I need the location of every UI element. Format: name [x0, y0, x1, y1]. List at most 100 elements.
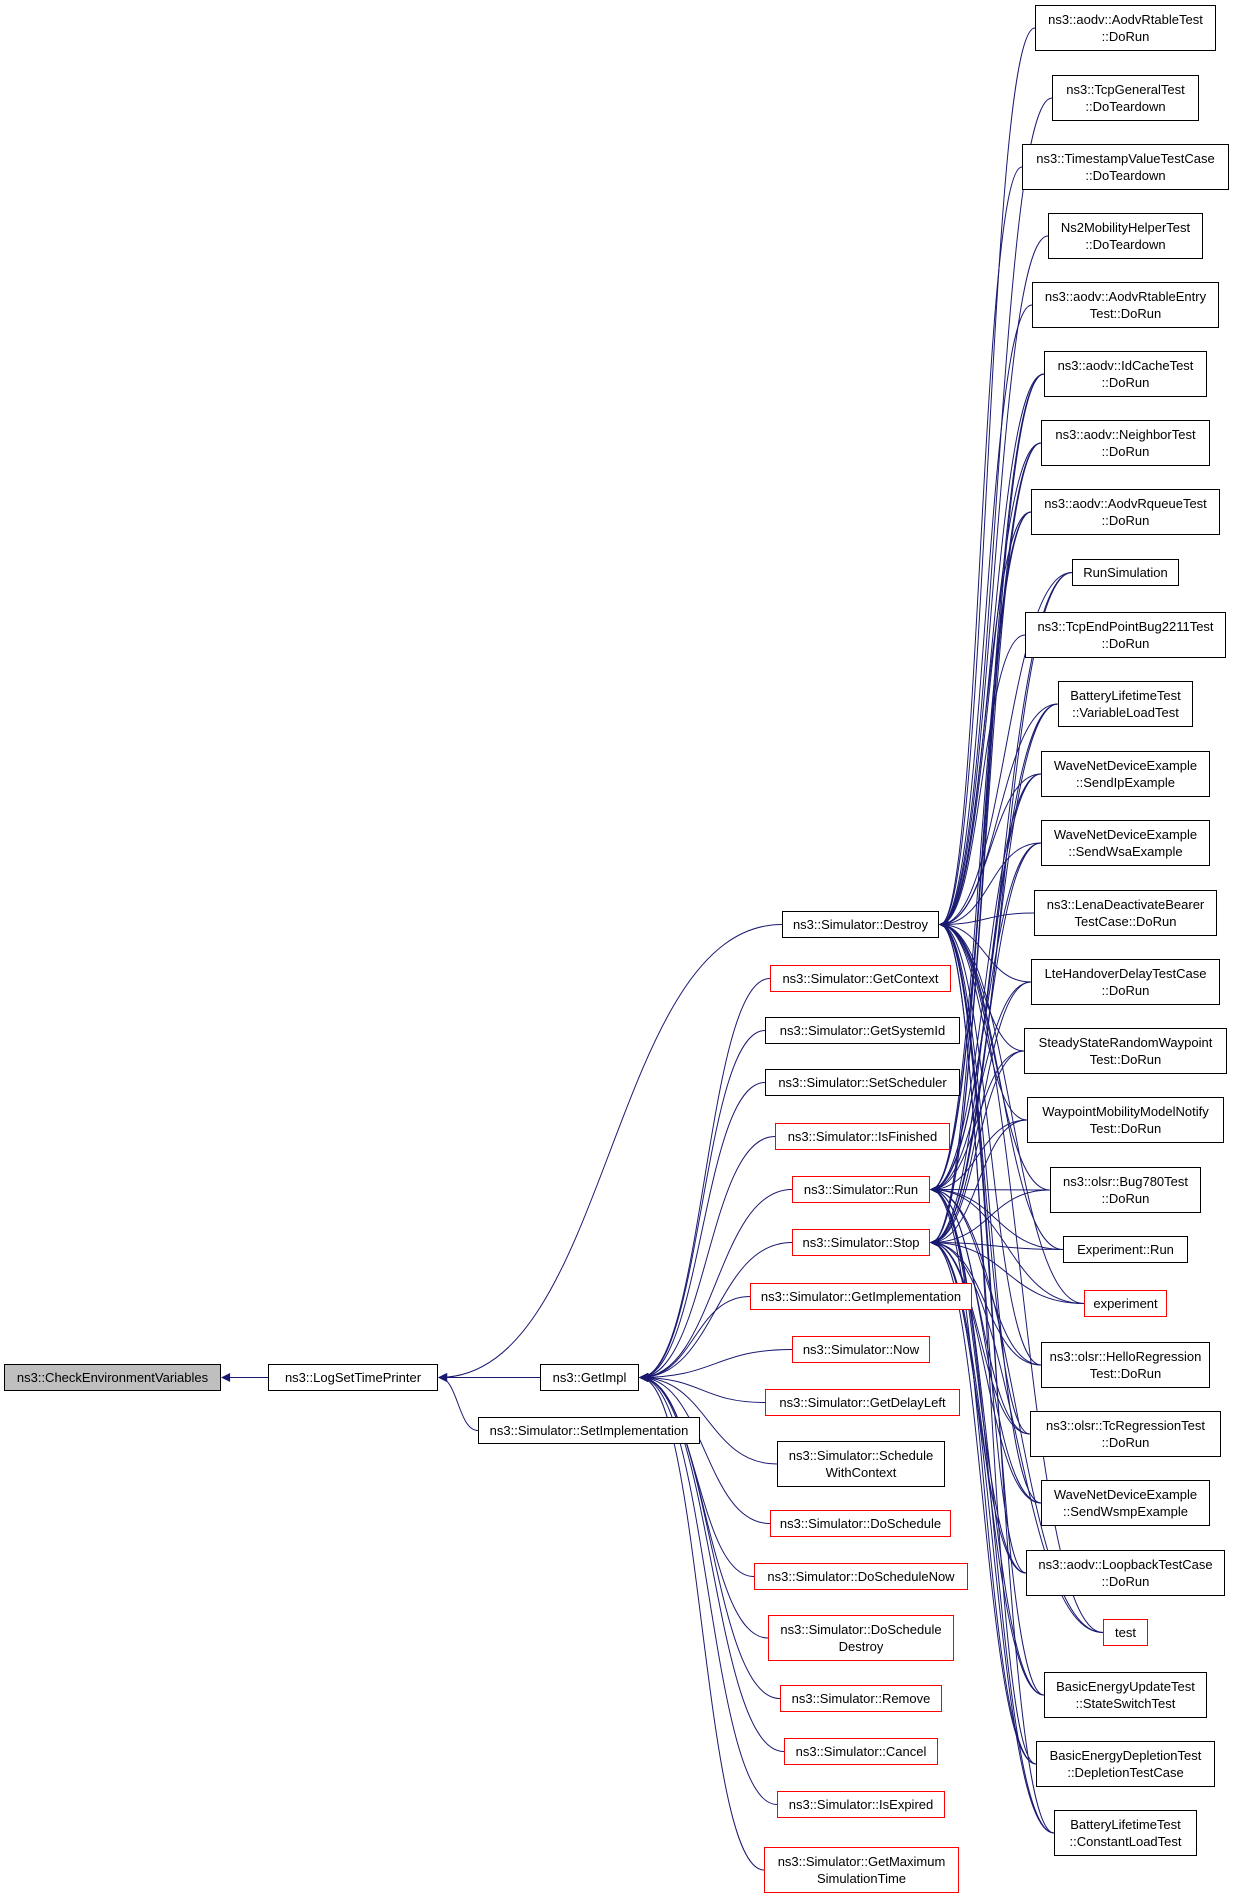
edge-n13-to-n2 — [639, 1373, 766, 1403]
node-simulator-do-schedule[interactable]: ns3::Simulator::DoSchedule — [770, 1510, 951, 1537]
node-tcp-general-test-do-teardown[interactable]: ns3::TcpGeneralTest ::DoTeardown — [1052, 75, 1199, 121]
node-simulator-is-expired[interactable]: ns3::Simulator::IsExpired — [777, 1791, 945, 1818]
node-simulator-now[interactable]: ns3::Simulator::Now — [792, 1336, 930, 1363]
edge-r16-to-n10 — [930, 1050, 1025, 1247]
node-simulator-get-delay-left[interactable]: ns3::Simulator::GetDelayLeft — [765, 1389, 960, 1416]
node-simulator-set-implementation[interactable]: ns3::Simulator::SetImplementation — [478, 1417, 700, 1444]
node-waypoint-mobility-model-notify-test-do-run[interactable]: WaypointMobilityModelNotify Test::DoRun — [1027, 1097, 1224, 1143]
node-battery-lifetime-test-constant-load-test[interactable]: BatteryLifetimeTest ::ConstantLoadTest — [1054, 1810, 1197, 1856]
edge-n11-to-n2 — [639, 1296, 751, 1382]
node-simulator-do-schedule-now[interactable]: ns3::Simulator::DoScheduleNow — [754, 1563, 968, 1590]
edge-r28-to-n10 — [930, 1238, 1055, 1834]
node-aodv-rqueue-test-do-run[interactable]: ns3::aodv::AodvRqueueTest ::DoRun — [1031, 489, 1220, 535]
edge-r4-to-n4 — [939, 235, 1049, 929]
edge-r9-to-n4 — [939, 572, 1073, 929]
edge-r13-to-n9 — [930, 842, 1042, 1194]
node-wave-net-device-example-send-ip-example[interactable]: WaveNetDeviceExample ::SendIpExample — [1041, 751, 1210, 797]
edge-n6-to-n2 — [639, 1030, 766, 1382]
edge-r15-to-n4 — [939, 920, 1032, 983]
edge-r18-to-n9 — [930, 1185, 1051, 1195]
node-wave-net-device-example-send-wsmp-example[interactable]: WaveNetDeviceExample ::SendWsmpExample — [1041, 1480, 1210, 1526]
edge-r28-to-n4 — [939, 920, 1055, 1834]
node-simulator-destroy[interactable]: ns3::Simulator::Destroy — [782, 911, 939, 938]
edge-r3-to-n4 — [939, 166, 1023, 929]
node-simulator-get-maximum-simulation-time[interactable]: ns3::Simulator::GetMaximum SimulationTim… — [764, 1847, 959, 1893]
node-simulator-set-scheduler[interactable]: ns3::Simulator::SetScheduler — [765, 1069, 960, 1096]
edge-r25-to-n9 — [930, 1185, 1104, 1633]
edge-r15-to-n10 — [930, 981, 1032, 1247]
node-experiment-run[interactable]: Experiment::Run — [1063, 1236, 1188, 1263]
edge-n8-to-n2 — [639, 1136, 776, 1382]
edge-n5-to-n2 — [639, 978, 771, 1382]
edge-n15-to-n2 — [639, 1373, 771, 1524]
node-run-simulation[interactable]: RunSimulation — [1072, 559, 1179, 586]
edge-r13-to-n10 — [930, 842, 1042, 1247]
node-aodv-rtable-entry-test-do-run[interactable]: ns3::aodv::AodvRtableEntry Test::DoRun — [1032, 282, 1219, 328]
edge-r8-to-n10 — [930, 511, 1032, 1247]
edge-r27-to-n4 — [939, 920, 1037, 1765]
node-aodv-loopback-test-case-do-run[interactable]: ns3::aodv::LoopbackTestCase ::DoRun — [1026, 1550, 1225, 1596]
edge-r12-to-n9 — [930, 773, 1042, 1194]
node-basic-energy-update-test-state-switch-test[interactable]: BasicEnergyUpdateTest ::StateSwitchTest — [1044, 1672, 1207, 1718]
node-simulator-get-context[interactable]: ns3::Simulator::GetContext — [770, 965, 951, 992]
node-simulator-is-finished[interactable]: ns3::Simulator::IsFinished — [775, 1123, 950, 1150]
node-simulator-cancel[interactable]: ns3::Simulator::Cancel — [784, 1738, 938, 1765]
edge-n14-to-n2 — [639, 1373, 778, 1465]
edge-n20-to-n2 — [639, 1373, 778, 1805]
edge-r20-to-n10 — [930, 1238, 1085, 1304]
edge-n7-to-n2 — [639, 1082, 766, 1382]
edge-r7-to-n10 — [930, 442, 1042, 1247]
edge-r7-to-n9 — [930, 442, 1042, 1194]
node-simulator-run[interactable]: ns3::Simulator::Run — [792, 1176, 930, 1203]
edge-r17-to-n9 — [930, 1119, 1028, 1194]
edge-r25-to-n10 — [930, 1238, 1104, 1633]
edge-r20-to-n4 — [939, 920, 1085, 1304]
node-simulator-stop[interactable]: ns3::Simulator::Stop — [792, 1229, 930, 1256]
edge-r17-to-n10 — [930, 1119, 1028, 1247]
edge-r19-to-n10 — [930, 1238, 1064, 1250]
node-lte-handover-delay-test-case-do-run[interactable]: LteHandoverDelayTestCase ::DoRun — [1031, 959, 1220, 1005]
edge-r27-to-n10 — [930, 1238, 1037, 1765]
edge-r13-to-n4 — [939, 842, 1042, 929]
edge-r8-to-n4 — [939, 511, 1032, 929]
edge-n4-to-n1 — [438, 924, 783, 1382]
edge-r21-to-n4 — [939, 920, 1042, 1366]
node-simulator-do-schedule-destroy[interactable]: ns3::Simulator::DoSchedule Destroy — [768, 1615, 954, 1661]
edge-r20-to-n9 — [930, 1185, 1085, 1304]
edge-r10-to-n4 — [939, 634, 1026, 929]
node-simulator-get-system-id[interactable]: ns3::Simulator::GetSystemId — [765, 1017, 960, 1044]
node-aodv-id-cache-test-do-run[interactable]: ns3::aodv::IdCacheTest ::DoRun — [1044, 351, 1207, 397]
node-steady-state-random-waypoint-test-do-run[interactable]: SteadyStateRandomWaypoint Test::DoRun — [1024, 1028, 1227, 1074]
edge-r18-to-n10 — [930, 1189, 1051, 1247]
edge-r23-to-n9 — [930, 1185, 1042, 1504]
edge-r12-to-n4 — [939, 773, 1042, 929]
node-lena-deactivate-bearer-test-case-do-run[interactable]: ns3::LenaDeactivateBearer TestCase::DoRu… — [1034, 890, 1217, 936]
node-experiment[interactable]: experiment — [1084, 1290, 1167, 1317]
node-wave-net-device-example-send-wsa-example[interactable]: WaveNetDeviceExample ::SendWsaExample — [1041, 820, 1210, 866]
node-ns2-mobility-helper-test-do-teardown[interactable]: Ns2MobilityHelperTest ::DoTeardown — [1048, 213, 1203, 259]
edge-r22-to-n4 — [939, 920, 1031, 1435]
node-aodv-rtable-test-do-run[interactable]: ns3::aodv::AodvRtableTest ::DoRun — [1035, 5, 1216, 51]
node-aodv-neighbor-test-do-run[interactable]: ns3::aodv::NeighborTest ::DoRun — [1041, 420, 1210, 466]
node-simulator-get-implementation[interactable]: ns3::Simulator::GetImplementation — [750, 1283, 972, 1310]
node-battery-lifetime-test-variable-load-test[interactable]: BatteryLifetimeTest ::VariableLoadTest — [1058, 681, 1193, 727]
edge-r5-to-n4 — [939, 304, 1033, 929]
edge-r27-to-n9 — [930, 1185, 1037, 1765]
node-olsr-hello-regression-test-do-run[interactable]: ns3::olsr::HelloRegression Test::DoRun — [1041, 1342, 1210, 1388]
node-olsr-tc-regression-test-do-run[interactable]: ns3::olsr::TcRegressionTest ::DoRun — [1030, 1411, 1221, 1457]
node-tcp-end-point-bug2211-test-do-run[interactable]: ns3::TcpEndPointBug2211Test ::DoRun — [1025, 612, 1226, 658]
node-basic-energy-depletion-test-depletion-test-case[interactable]: BasicEnergyDepletionTest ::DepletionTest… — [1036, 1741, 1215, 1787]
node-olsr-bug780-test-do-run[interactable]: ns3::olsr::Bug780Test ::DoRun — [1050, 1167, 1201, 1213]
node-simulator-schedule-with-context[interactable]: ns3::Simulator::Schedule WithContext — [777, 1441, 945, 1487]
edge-n18-to-n2 — [639, 1373, 781, 1699]
edge-n19-to-n2 — [639, 1373, 785, 1752]
edge-n21-to-n2 — [639, 1373, 765, 1871]
node-test[interactable]: test — [1103, 1619, 1148, 1646]
node-timestamp-value-test-case-do-teardown[interactable]: ns3::TimestampValueTestCase ::DoTeardown — [1022, 144, 1229, 190]
edge-r16-to-n9 — [930, 1050, 1025, 1194]
edge-r11-to-n4 — [939, 703, 1059, 929]
node-log-set-time-printer[interactable]: ns3::LogSetTimePrinter — [268, 1364, 438, 1391]
node-get-impl[interactable]: ns3::GetImpl — [540, 1364, 639, 1391]
node-simulator-remove[interactable]: ns3::Simulator::Remove — [780, 1685, 942, 1712]
